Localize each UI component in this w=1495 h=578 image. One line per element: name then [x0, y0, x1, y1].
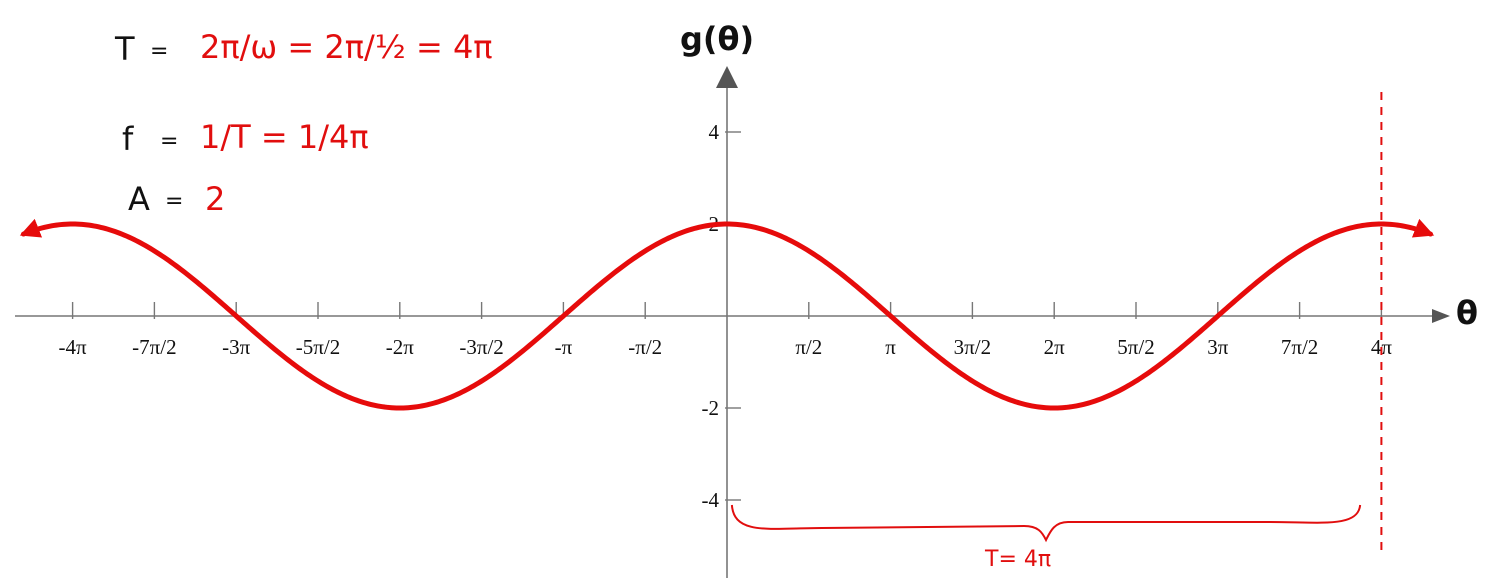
x-tick-label: -π — [555, 335, 573, 359]
x-tick-label: -7π/2 — [132, 335, 176, 359]
amp-lhs: A — [128, 180, 150, 218]
x-tick-label: 3π — [1207, 335, 1229, 359]
x-tick-label: -2π — [386, 335, 414, 359]
x-axis-label: θ — [1456, 294, 1478, 332]
period-brace-label: T= 4π — [984, 547, 1051, 572]
x-tick-label: -5π/2 — [296, 335, 340, 359]
x-tick-label: -4π — [59, 335, 87, 359]
period-formula: 2π/ω = 2π/½ = 4π — [200, 28, 493, 66]
x-tick-label: -3π/2 — [459, 335, 503, 359]
amp-value: 2 — [205, 180, 225, 218]
freq-formula: 1/T = 1/4π — [200, 118, 369, 156]
y-ticks: 42-2-4 — [702, 120, 741, 512]
x-ticks: -4π -7π/2 -3π -5π/2 -2π -3π/2 -π -π/2 π/2 π 3π/2 2π… — [59, 302, 1392, 359]
x-tick-label: 2π — [1044, 335, 1066, 359]
x-tick-label: π — [885, 335, 896, 359]
amp-equals: = — [165, 189, 183, 214]
y-tick-label: -2 — [702, 396, 720, 420]
x-tick-label: 3π/2 — [954, 335, 991, 359]
freq-lhs: f — [122, 120, 134, 158]
x-tick-label: 7π/2 — [1281, 335, 1318, 359]
freq-equals: = — [160, 129, 178, 154]
x-tick-label: -3π — [222, 335, 250, 359]
period-equals: = — [150, 39, 168, 64]
y-axis-label: g(θ) — [680, 20, 754, 58]
x-tick-label: π/2 — [795, 335, 822, 359]
x-tick-label: 5π/2 — [1117, 335, 1154, 359]
y-tick-label: -4 — [702, 488, 720, 512]
period-lhs: T — [114, 30, 135, 68]
y-axis-arrow-icon — [716, 66, 738, 88]
x-tick-label: -π/2 — [628, 335, 662, 359]
period-brace — [730, 504, 1362, 543]
y-tick-label: 4 — [709, 120, 720, 144]
x-axis-arrow-icon — [1432, 309, 1450, 323]
cosine-curve — [19, 218, 1435, 411]
